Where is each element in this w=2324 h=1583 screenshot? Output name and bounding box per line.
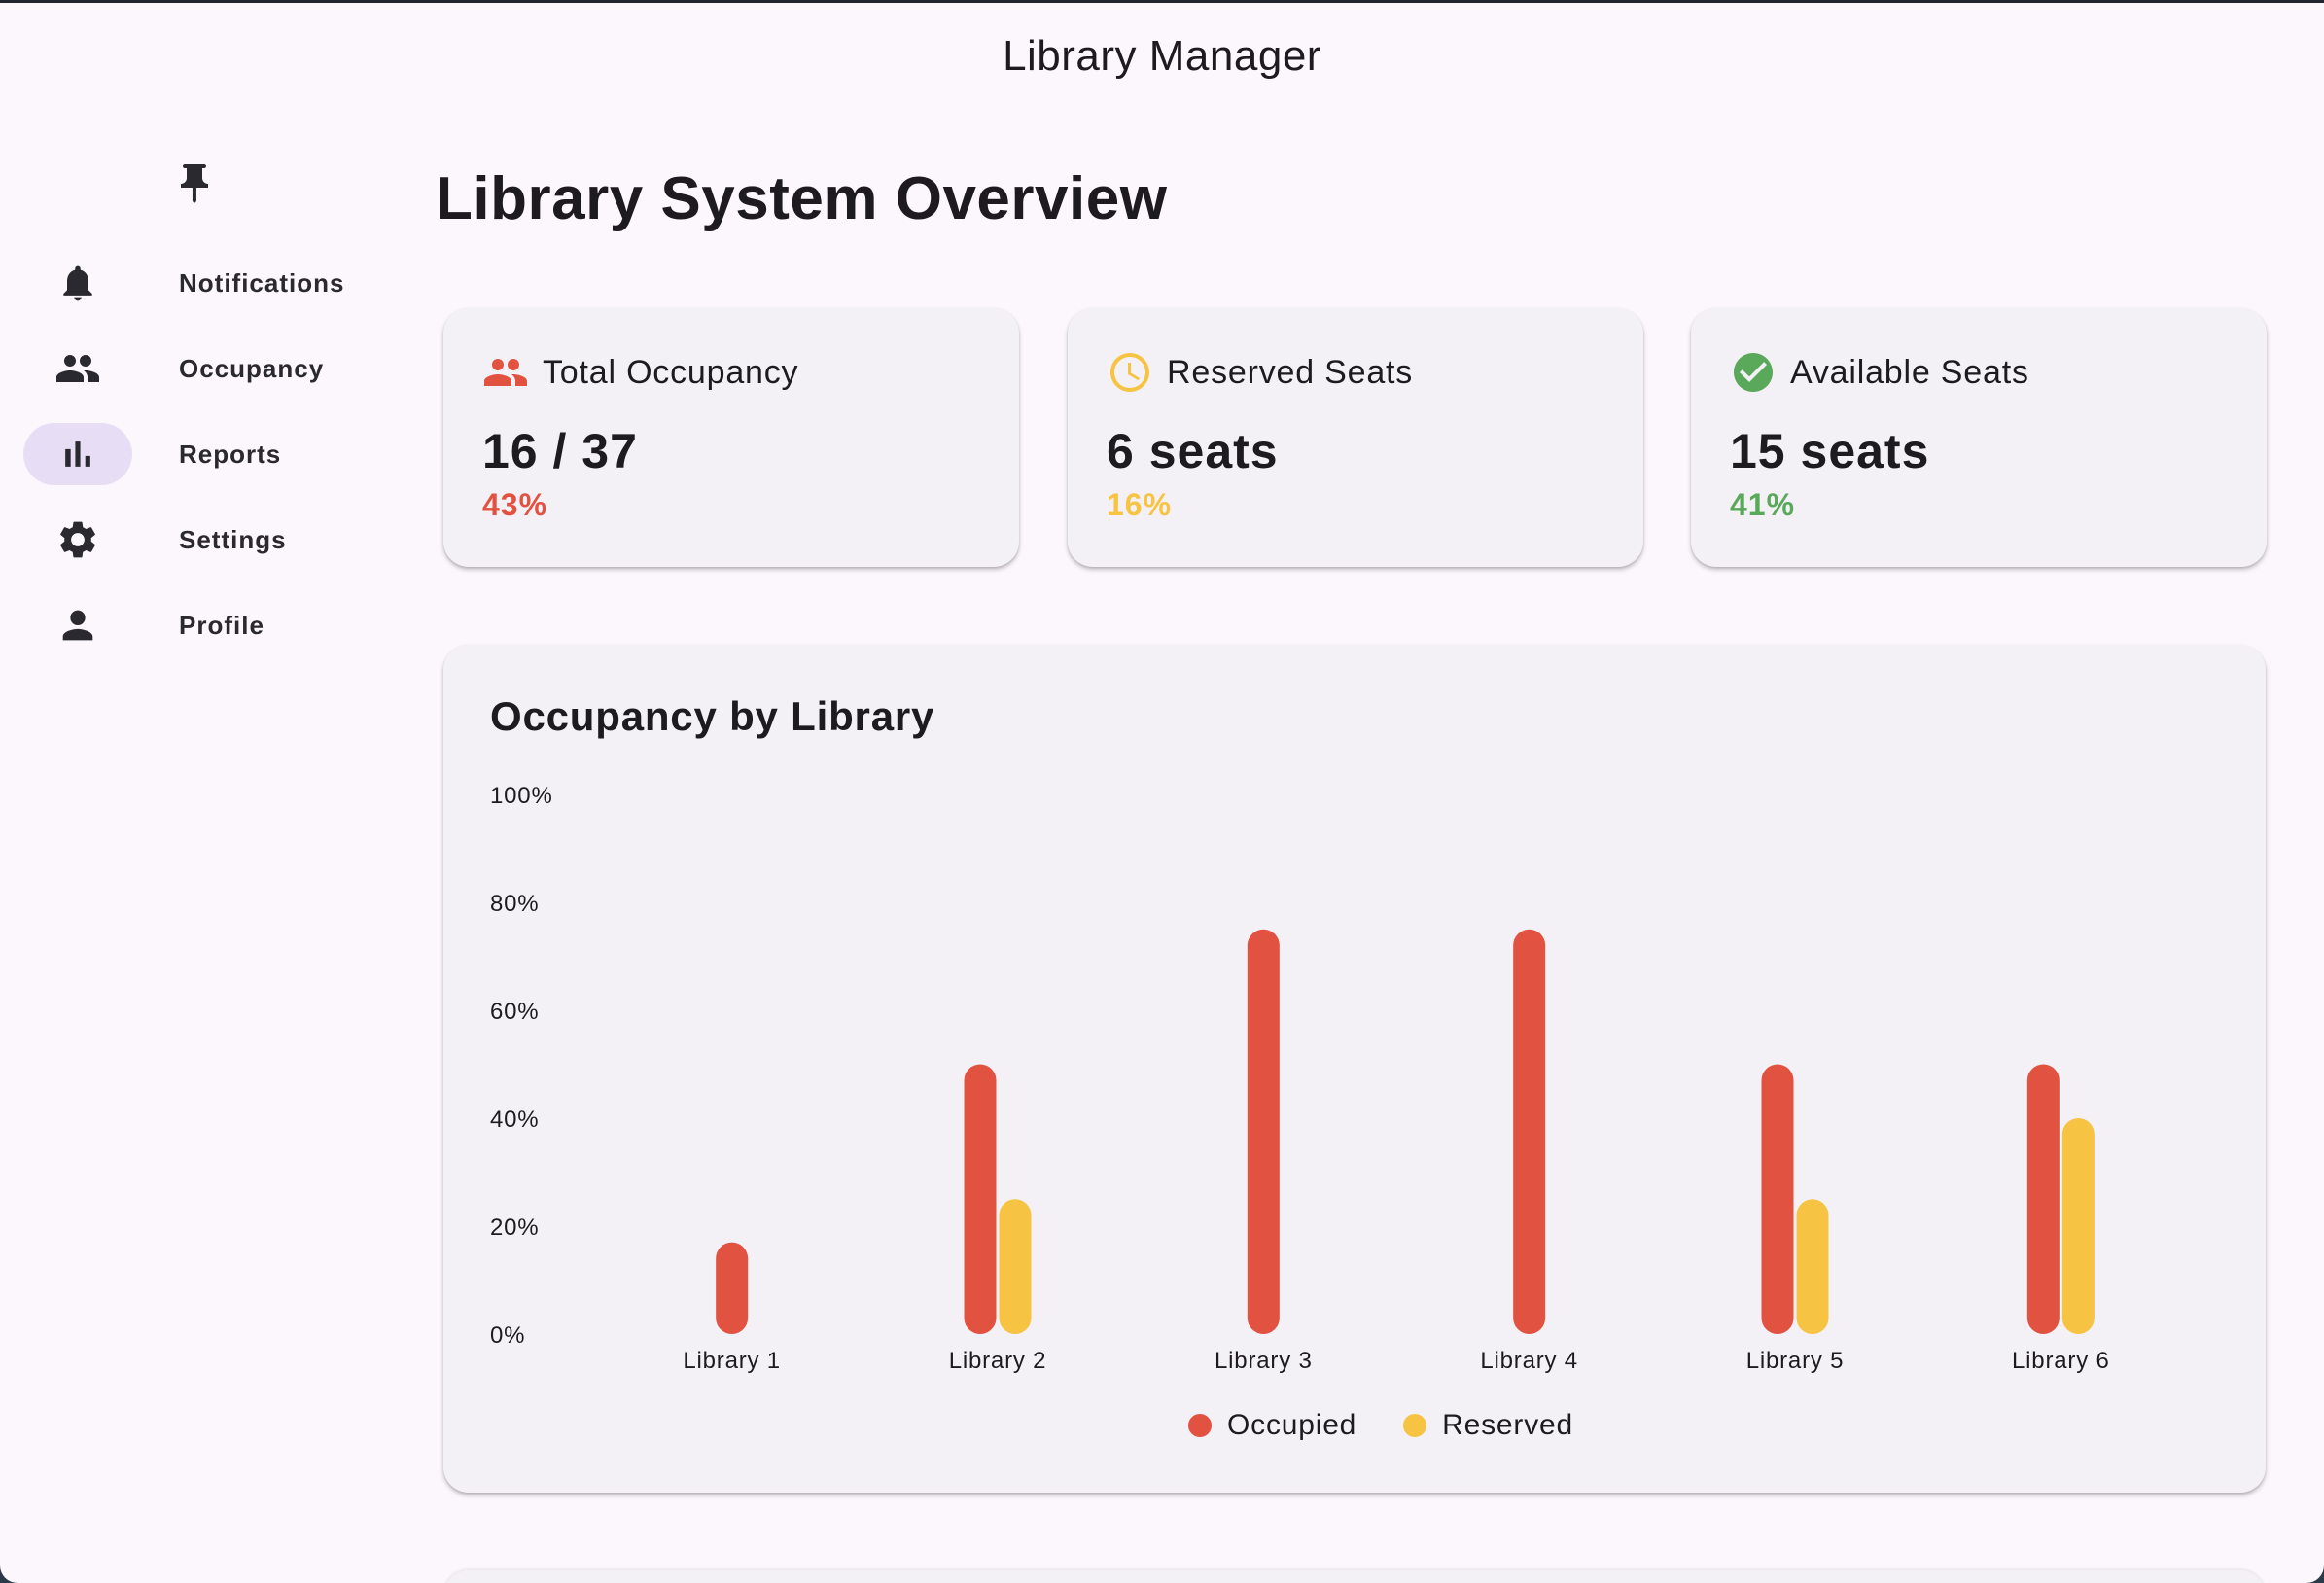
stat-value: 15 seats xyxy=(1730,424,1930,478)
occupancy-bar-chart: 0% 20% 40% 60% 80% 100% Library 1 Library 2 Libr… xyxy=(490,783,2110,1374)
y-tick-label: 40% xyxy=(490,1107,539,1133)
stat-card-available-seats: Available Seats 15 seats 41% xyxy=(1691,308,2267,567)
sidebar-item-label: Profile xyxy=(179,610,264,640)
people-icon xyxy=(56,355,99,382)
legend-item-reserved: Reserved xyxy=(1403,1409,1573,1442)
legend-label: Occupied xyxy=(1227,1409,1357,1441)
stat-card-reserved-seats: Reserved Seats 6 seats 16% xyxy=(1068,308,1643,567)
clock-icon xyxy=(1107,349,1153,396)
bar-occupied-library-4[interactable] xyxy=(1513,929,1546,1334)
sidebar-item-label: Occupancy xyxy=(179,353,325,383)
bell-icon xyxy=(63,265,92,301)
stat-title: Reserved Seats xyxy=(1167,353,1414,391)
sidebar-item-settings[interactable]: Settings xyxy=(23,509,354,571)
chart-legend: Occupied Reserved xyxy=(443,1409,2266,1442)
occupancy-chart-card: Occupancy by Library 0% 20% 40% 60% 80% 100% L… xyxy=(443,645,2266,1493)
y-tick-label: 60% xyxy=(490,999,539,1025)
bar-reserved-library-5[interactable] xyxy=(1796,1199,1829,1334)
page-title: Library System Overview xyxy=(436,165,1168,232)
chart-title: Occupancy by Library xyxy=(490,693,935,739)
x-tick-label: Library 4 xyxy=(1480,1348,1578,1374)
sidebar-item-label: Reports xyxy=(179,439,282,469)
stat-value: 6 seats xyxy=(1107,424,1279,478)
bar-occupied-library-3[interactable] xyxy=(1247,929,1280,1334)
push-pin-icon[interactable] xyxy=(171,160,218,207)
legend-swatch xyxy=(1403,1414,1427,1437)
legend-label: Reserved xyxy=(1442,1409,1573,1441)
bar-occupied-library-6[interactable] xyxy=(2026,1064,2060,1335)
legend-swatch xyxy=(1188,1414,1213,1437)
stat-title: Total Occupancy xyxy=(543,353,799,391)
stat-percent: 43% xyxy=(482,487,548,522)
x-tick-label: Library 3 xyxy=(1215,1348,1313,1374)
sidebar-item-reports[interactable]: Reports xyxy=(23,423,354,485)
stat-value: 16 / 37 xyxy=(482,424,638,478)
gear-icon xyxy=(60,521,95,558)
bar-occupied-library-2[interactable] xyxy=(964,1064,997,1335)
y-tick-label: 0% xyxy=(490,1322,525,1349)
y-tick-label: 20% xyxy=(490,1214,539,1241)
app-title: Library Manager xyxy=(1003,32,1321,80)
stat-title: Available Seats xyxy=(1790,353,2029,391)
x-tick-label: Library 2 xyxy=(949,1348,1047,1374)
x-tick-label: Library 5 xyxy=(1746,1348,1845,1374)
sidebar-item-label: Settings xyxy=(179,524,287,554)
check-circle-icon xyxy=(1730,349,1777,396)
bar-reserved-library-2[interactable] xyxy=(999,1199,1032,1334)
sidebar-item-occupancy[interactable]: Occupancy xyxy=(23,337,354,400)
y-tick-label: 100% xyxy=(490,783,553,809)
stat-percent: 16% xyxy=(1107,487,1173,522)
stat-card-total-occupancy: Total Occupancy 16 / 37 43% xyxy=(443,308,1019,567)
people-icon xyxy=(482,349,529,396)
next-section-card xyxy=(443,1570,2266,1583)
person-icon xyxy=(62,610,93,641)
stat-percent: 41% xyxy=(1730,487,1796,522)
bar-occupied-library-5[interactable] xyxy=(1761,1064,1794,1335)
x-tick-label: Library 1 xyxy=(683,1348,781,1374)
bar-reserved-library-6[interactable] xyxy=(2061,1118,2095,1334)
legend-item-occupied: Occupied xyxy=(1188,1409,1356,1442)
x-tick-label: Library 6 xyxy=(2012,1348,2110,1374)
sidebar-item-notifications[interactable]: Notifications xyxy=(23,252,354,314)
bar-occupied-library-1[interactable] xyxy=(716,1242,749,1334)
bar-chart-icon xyxy=(65,441,90,467)
sidebar-item-label: Notifications xyxy=(179,267,345,298)
y-tick-label: 80% xyxy=(490,891,539,917)
sidebar-item-profile[interactable]: Profile xyxy=(23,594,354,656)
